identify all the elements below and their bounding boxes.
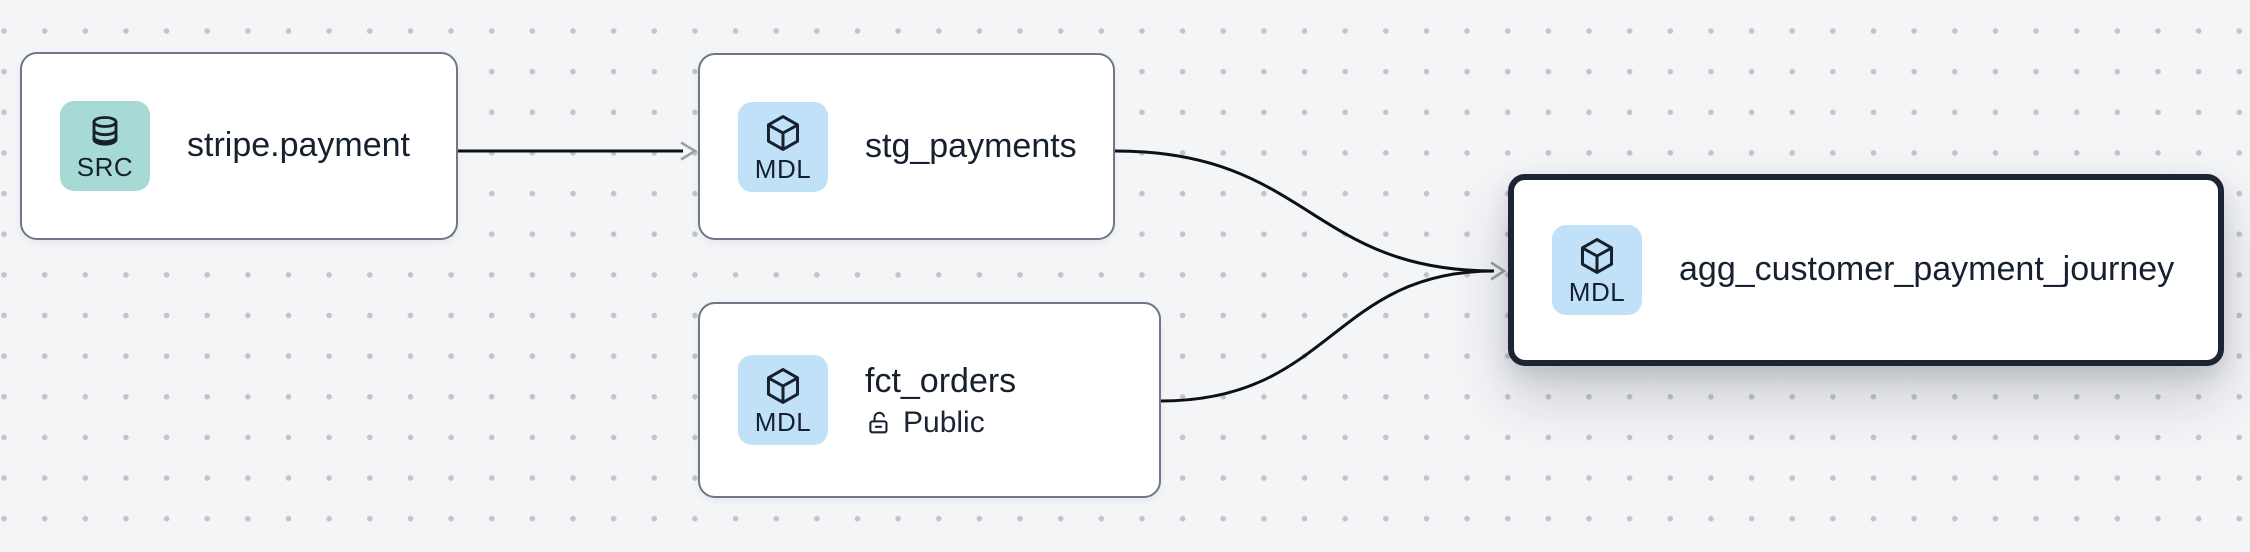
node-title: agg_customer_payment_journey bbox=[1679, 250, 2175, 289]
edge-stg-payments-to-agg-customer-payment-journey[interactable] bbox=[1114, 149, 1495, 273]
cube-icon bbox=[766, 114, 800, 151]
node-agg-customer-payment-journey[interactable]: MDL agg_customer_payment_journey bbox=[1508, 174, 2224, 366]
badge-label: MDL bbox=[1568, 277, 1626, 307]
node-stg-payments[interactable]: MDL stg_payments bbox=[698, 53, 1115, 240]
node-title: fct_orders bbox=[865, 361, 1017, 400]
node-title: stg_payments bbox=[865, 126, 1077, 165]
cube-icon bbox=[766, 368, 800, 404]
badge-label: SRC bbox=[76, 152, 134, 182]
cube-icon bbox=[1580, 238, 1614, 274]
access-label: Public bbox=[903, 406, 985, 440]
model-badge: MDL bbox=[738, 355, 828, 445]
badge-label: MDL bbox=[754, 407, 812, 437]
model-badge: MDL bbox=[1552, 225, 1642, 315]
badge-label: MDL bbox=[754, 153, 812, 184]
arrowhead-into-agg-customer-payment-journey-icon bbox=[1490, 261, 1507, 281]
node-stripe-payment[interactable]: SRC stripe.payment bbox=[20, 52, 458, 240]
database-icon bbox=[92, 116, 118, 146]
model-badge: MDL bbox=[738, 101, 828, 192]
arrowhead-into-stg-payments-icon bbox=[680, 141, 698, 161]
lock-open-icon bbox=[869, 411, 888, 434]
source-badge: SRC bbox=[60, 101, 150, 191]
node-fct-orders[interactable]: MDL fct_orders Public bbox=[698, 302, 1161, 498]
access-row: Public bbox=[865, 408, 985, 438]
node-title: stripe.payment bbox=[187, 126, 410, 165]
edge-fct-orders-to-agg-customer-payment-journey[interactable] bbox=[1160, 269, 1495, 403]
